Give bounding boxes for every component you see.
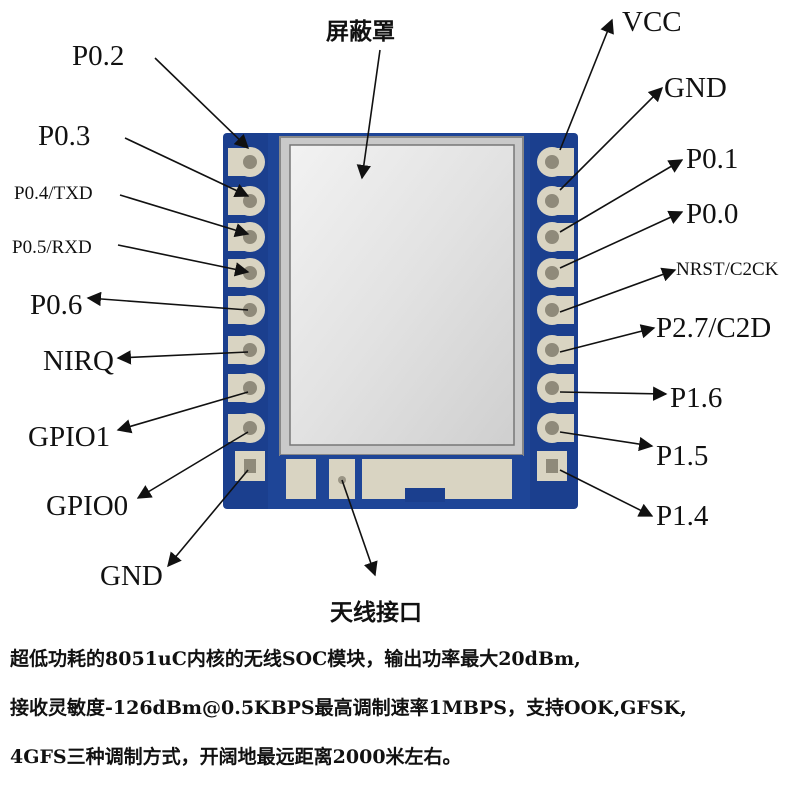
- antenna-arrow: [341, 479, 378, 577]
- right-pad-2: [537, 186, 574, 216]
- right-pin-label-4: P0.0: [686, 198, 739, 230]
- antenna-pads: [280, 455, 523, 503]
- left-pad-9: [235, 451, 265, 481]
- right-pin-label-1: VCC: [622, 6, 682, 38]
- arrow-left-2: [124, 137, 250, 197]
- left-pad-3: [228, 222, 265, 252]
- right-pad-3: [537, 222, 574, 252]
- right-pad-1: [537, 147, 574, 177]
- left-pad-2: [228, 186, 265, 216]
- right-pad-9: [537, 451, 567, 481]
- left-pin-pads: [228, 147, 265, 481]
- arrow-left-6: [116, 350, 249, 365]
- right-pad-5: [537, 295, 574, 325]
- left-pin-label-2: P0.3: [38, 120, 91, 152]
- shield-can: [289, 144, 515, 446]
- right-pin-label-8: P1.5: [656, 440, 709, 472]
- right-pad-8: [537, 413, 574, 443]
- left-pad-5: [228, 295, 265, 325]
- right-pin-label-7: P1.6: [670, 382, 723, 414]
- left-pin-label-1: P0.2: [72, 40, 125, 72]
- arrow-left-4: [117, 244, 250, 277]
- right-pin-label-6: P2.7/C2D: [656, 312, 772, 344]
- left-pin-label-8: GPIO0: [46, 490, 129, 522]
- left-pad-6: [228, 335, 265, 365]
- left-pin-label-6: NIRQ: [43, 345, 114, 377]
- shield-label: 屏蔽罩: [326, 19, 395, 45]
- arrow-right-2: [559, 86, 664, 191]
- arrow-left-1: [154, 57, 250, 150]
- arrow-right-6: [559, 324, 656, 353]
- left-pin-label-5: P0.6: [30, 289, 83, 321]
- left-pad-8: [228, 413, 265, 443]
- antenna-label: 天线接口: [330, 600, 422, 626]
- arrow-right-9: [559, 469, 654, 517]
- left-pin-label-3: P0.4/TXD: [14, 183, 93, 204]
- left-pin-label-9: GND: [100, 560, 163, 592]
- right-pin-pads: [537, 147, 574, 481]
- arrow-left-8: [136, 431, 249, 499]
- callout-arrows: [86, 18, 684, 577]
- right-pad-7: [537, 373, 574, 403]
- left-pad-7: [228, 373, 265, 403]
- arrow-left-3: [119, 194, 250, 238]
- shield-arrow: [356, 49, 381, 180]
- left-pin-label-7: GPIO1: [28, 421, 111, 453]
- description-line-1: 超低功耗的8051uC内核的无线SOC模块，输出功率最大20dBm,: [10, 648, 581, 670]
- left-pad-1: [228, 147, 265, 177]
- arrow-right-3: [559, 159, 684, 233]
- arrow-left-5: [86, 291, 249, 311]
- right-pin-label-5: NRST/C2CK: [676, 259, 779, 280]
- description-line-3: 4GFS三种调制方式，开阔地最远距离2000米左右。: [10, 746, 462, 768]
- arrow-right-4: [559, 210, 684, 269]
- description-line-2: 接收灵敏度-126dBm@0.5KBPS最高调制速率1MBPS，支持OOK,GF…: [10, 697, 687, 719]
- arrow-right-5: [559, 267, 677, 313]
- right-pin-label-9: P1.4: [656, 500, 709, 532]
- arrow-left-9: [167, 469, 249, 568]
- arrow-right-8: [559, 431, 654, 452]
- right-pin-label-2: GND: [664, 72, 727, 104]
- left-pin-label-4: P0.5/RXD: [12, 237, 92, 258]
- arrow-left-7: [116, 391, 249, 434]
- arrow-right-1: [559, 18, 614, 151]
- arrow-right-7: [559, 386, 668, 401]
- right-pad-4: [537, 258, 574, 288]
- left-pad-4: [228, 258, 265, 288]
- right-pin-label-3: P0.1: [686, 143, 739, 175]
